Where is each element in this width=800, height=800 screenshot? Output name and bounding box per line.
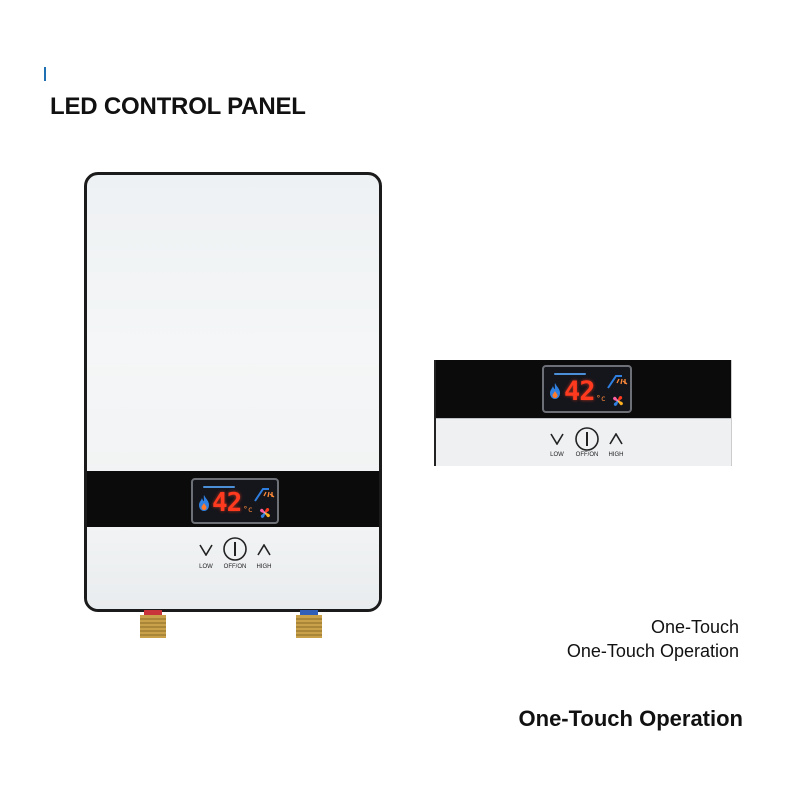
closeup-led-status-bar [554, 373, 586, 375]
closeup-led-display: 42 °c [542, 365, 632, 413]
led-display: 42 °c [191, 478, 279, 524]
closeup-high-button[interactable] [609, 433, 623, 445]
fan-icon [260, 508, 270, 518]
heading-accent-bar [44, 67, 46, 81]
hot-water-inlet-pipe [140, 610, 166, 638]
closeup-shower-icon [607, 375, 628, 389]
control-panel-closeup: 42 °c LOW OFF/ON HIGH [434, 360, 732, 466]
led-status-bar [203, 486, 235, 488]
power-button[interactable] [222, 536, 248, 562]
high-label: HIGH [256, 564, 272, 570]
closeup-low-label: LOW [550, 452, 564, 458]
low-label: LOW [199, 564, 213, 570]
caption-line-1: One-Touch [650, 617, 739, 637]
closeup-divider [436, 418, 731, 419]
closeup-fan-icon [613, 396, 623, 406]
closeup-high-label: HIGH [608, 452, 624, 458]
closeup-flame-icon [550, 383, 560, 399]
closeup-celsius-icon: °c [596, 394, 606, 403]
high-button[interactable] [257, 544, 271, 556]
button-area [87, 527, 379, 609]
water-heater-unit: 42 °c LOW OFF/ON HIGH [84, 172, 382, 612]
closeup-low-button[interactable] [550, 433, 564, 445]
flame-icon [199, 495, 209, 511]
closeup-power-button[interactable] [574, 426, 600, 452]
celsius-icon: °c [243, 505, 253, 514]
closeup-power-label: OFF/ON [575, 452, 599, 458]
caption-headline: One-Touch Operation [518, 706, 743, 731]
temperature-readout: 42 [212, 488, 242, 518]
page-title: LED CONTROL PANEL [50, 93, 306, 120]
power-label: OFF/ON [223, 564, 247, 570]
caption-line-2: One-Touch Operation [566, 641, 739, 661]
closeup-temperature-readout: 42 [564, 376, 596, 407]
low-button[interactable] [199, 544, 213, 556]
cold-water-inlet-pipe [296, 610, 322, 638]
shower-icon [254, 488, 275, 502]
